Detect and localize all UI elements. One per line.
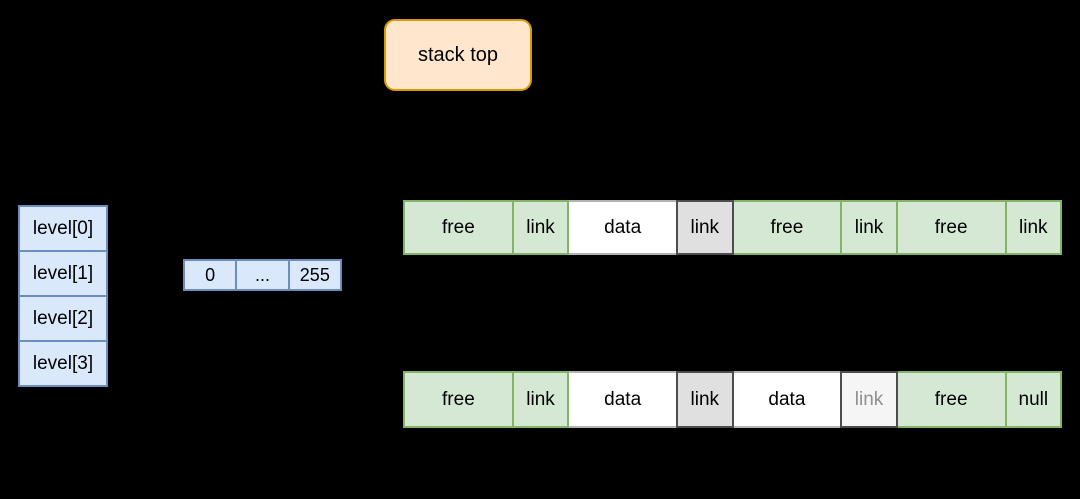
range-cell-end: 255 <box>287 259 342 291</box>
mem-bottom-cell-free-2: free <box>895 371 1007 428</box>
range-cell-ellipsis: ... <box>235 259 290 291</box>
mem-bottom-cell-link-3: link <box>840 371 898 428</box>
mem-bottom-cell-data-2-label: data <box>768 388 806 410</box>
mem-bottom-cell-link-3-label: link <box>854 388 884 410</box>
mem-top-cell-link-3: link <box>840 200 898 255</box>
range-cell-end-label: 255 <box>299 264 330 285</box>
mem-top-cell-free-3: free <box>895 200 1007 255</box>
level-table: level[0] level[1] level[2] level[3] <box>18 205 108 387</box>
level-cell-0-label: level[0] <box>32 217 94 239</box>
mem-top-cell-link-3-label: link <box>854 216 884 238</box>
mem-bottom-cell-data-1-label: data <box>604 388 642 410</box>
level-cell-2-label: level[2] <box>32 307 94 329</box>
mem-top-cell-link-4: link <box>1004 200 1062 255</box>
mem-bottom-cell-free-1-label: free <box>442 388 475 410</box>
level-cell-1: level[1] <box>18 250 108 297</box>
level-cell-3: level[3] <box>18 340 108 387</box>
mem-bottom-cell-free-2-label: free <box>934 388 968 410</box>
stack-top-box: stack top <box>384 19 532 91</box>
mem-bottom-cell-data-2: data <box>731 371 843 428</box>
mem-bottom-cell-link-2-label: link <box>690 388 720 410</box>
mem-top-cell-free-3-label: free <box>934 216 968 238</box>
stack-top-label: stack top <box>417 43 499 66</box>
mem-bottom-cell-link-2: link <box>676 371 734 428</box>
mem-top-cell-link-2-label: link <box>690 216 720 238</box>
mem-bottom-cell-free-1: free <box>403 371 514 428</box>
mem-top-cell-free-1-label: free <box>442 216 475 238</box>
index-range-strip: 0 ... 255 <box>183 259 342 291</box>
mem-bottom-cell-link-1: link <box>511 371 570 428</box>
range-cell-start-label: 0 <box>205 264 216 285</box>
level-cell-2: level[2] <box>18 295 108 342</box>
mem-top-cell-link-2: link <box>676 200 734 255</box>
range-cell-ellipsis-label: ... <box>254 264 270 285</box>
mem-top-cell-link-1: link <box>511 200 570 255</box>
mem-bottom-cell-null-label: null <box>1018 388 1049 410</box>
mem-top-cell-free-2: free <box>731 200 843 255</box>
mem-top-cell-free-2-label: free <box>770 216 804 238</box>
mem-bottom-cell-null: null <box>1004 371 1062 428</box>
memory-row-top: free link data link free link free link <box>403 200 1062 255</box>
mem-bottom-cell-link-1-label: link <box>526 388 555 410</box>
level-cell-1-label: level[1] <box>32 262 94 284</box>
mem-top-cell-link-1-label: link <box>526 216 555 238</box>
level-cell-3-label: level[3] <box>32 352 94 374</box>
mem-top-cell-link-4-label: link <box>1019 216 1048 238</box>
mem-top-cell-free-1: free <box>403 200 514 255</box>
mem-top-cell-data-1-label: data <box>604 216 642 238</box>
range-cell-start: 0 <box>183 259 238 291</box>
mem-bottom-cell-data-1: data <box>567 371 679 428</box>
memory-row-bottom: free link data link data link free null <box>403 371 1062 428</box>
level-cell-0: level[0] <box>18 205 108 252</box>
mem-top-cell-data-1: data <box>567 200 679 255</box>
